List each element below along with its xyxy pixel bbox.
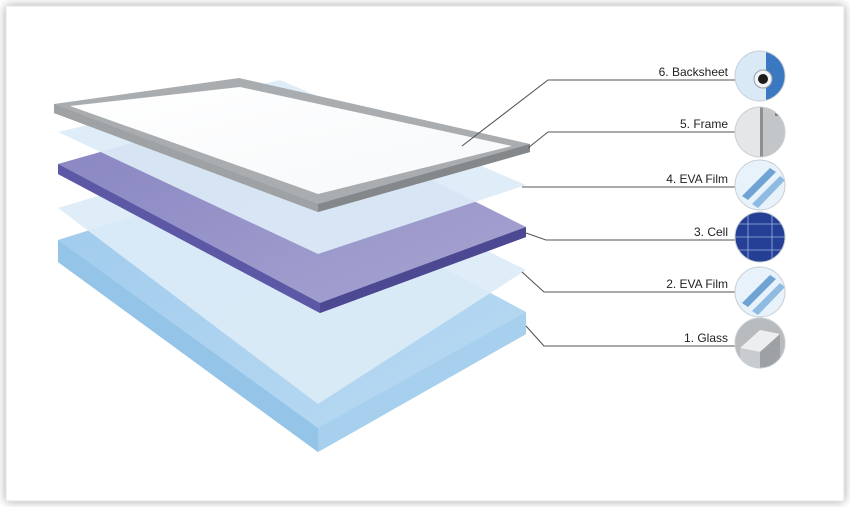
leader-line-glass (525, 325, 740, 347)
thumbnail-eva-film-lower (734, 266, 786, 318)
layer-frame (54, 78, 530, 212)
label-backsheet: 6. Backsheet (659, 65, 729, 79)
label-cell: 3. Cell (694, 225, 728, 239)
label-eva-film-lower: 2. EVA Film (666, 277, 728, 291)
leader-line-eva-film-lower (521, 271, 740, 293)
leader-lines (461, 79, 740, 347)
thumbnail-glass (734, 317, 786, 369)
thumbnail-backsheet (734, 50, 786, 102)
thumbnail-eva-film-upper (734, 159, 786, 211)
label-eva-film-upper: 4. EVA Film (666, 172, 728, 186)
label-glass: 1. Glass (684, 331, 728, 345)
layer-labels: 6. Backsheet 5. Frame 4. EVA Film 3. Cel… (659, 65, 729, 345)
leader-line-frame (527, 131, 740, 149)
leader-line-backsheet (461, 79, 740, 147)
thumbnail-cell (734, 211, 786, 263)
leader-line-cell (525, 232, 740, 241)
thumbnail-frame (734, 106, 786, 158)
label-frame: 5. Frame (680, 117, 728, 131)
